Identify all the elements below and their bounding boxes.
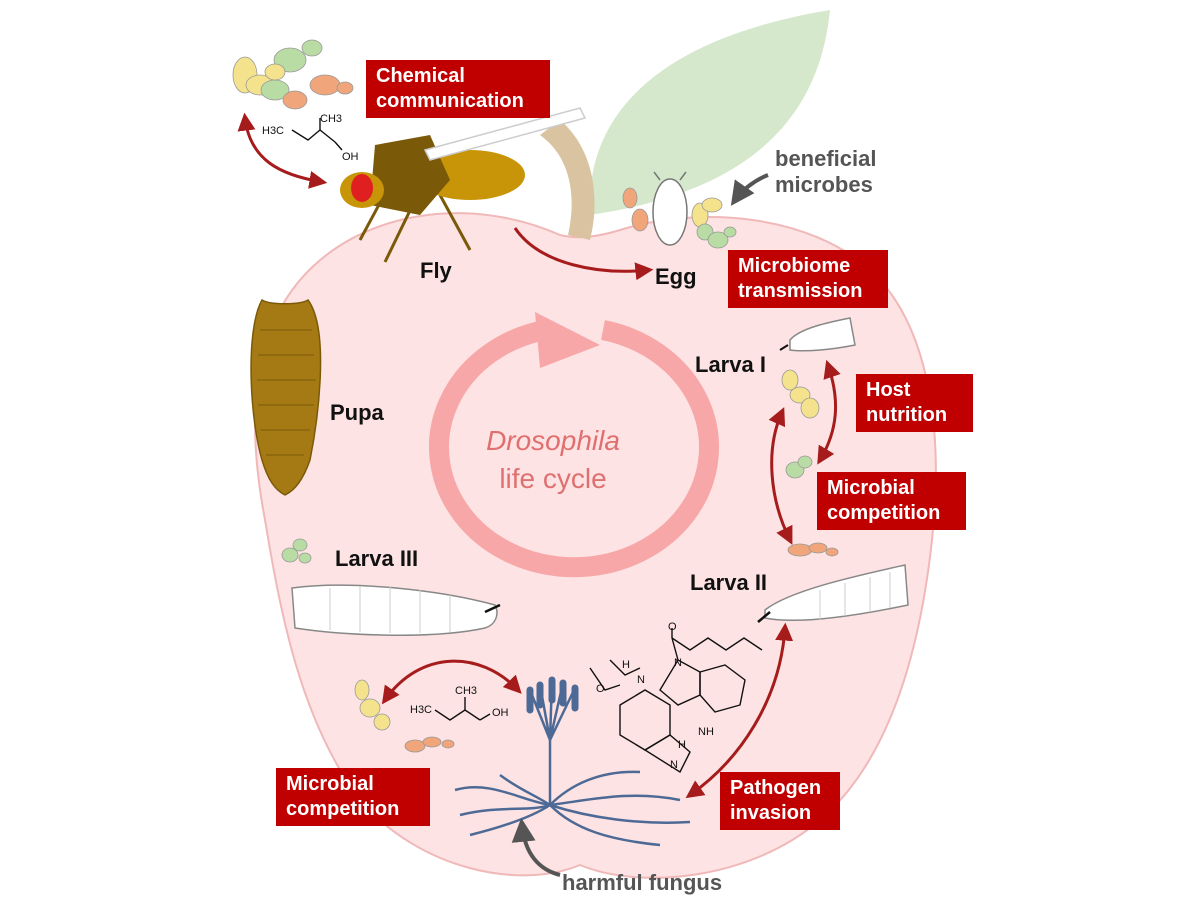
alkaloid-h2: H	[678, 739, 686, 751]
box-pathogen-invasion-line1: Pathogen	[730, 777, 822, 799]
center-label-line1: Drosophila	[486, 425, 620, 456]
stage-label-pupa: Pupa	[330, 400, 384, 425]
fungus	[454, 676, 691, 847]
box-microbial-competition-right-line1: Microbial	[827, 477, 915, 499]
box-chemical-communication-line2: communication	[376, 90, 524, 112]
bottom-microbes	[354, 679, 455, 753]
note-harmful-fungus: harmful fungus	[562, 870, 723, 895]
alkaloid-n-methyl: N	[670, 759, 678, 771]
fly	[340, 107, 587, 263]
alkaloid-structure	[589, 628, 763, 774]
alkaloid-h1: H	[622, 659, 630, 671]
center-label: Drosophila life cycle	[443, 422, 663, 498]
stage-label-larva-3: Larva III	[335, 546, 419, 571]
arrow-beneficial	[730, 173, 769, 206]
center-label-line2: life cycle	[499, 463, 607, 494]
alkaloid-nh: NH	[698, 726, 714, 738]
stage-label-fly: Fly	[420, 258, 452, 283]
box-pathogen-invasion-line2: invasion	[730, 802, 812, 824]
box-chemical-communication: Chemical communication	[366, 60, 550, 118]
molecule-top: H3C CH3 OH	[262, 113, 359, 163]
molecule-bottom-h3c: H3C	[410, 704, 432, 716]
alkaloid-labels: O N N O H H NH N	[596, 621, 714, 771]
box-microbial-competition-left: Microbial competition	[276, 768, 430, 826]
egg	[652, 171, 688, 246]
box-pathogen-invasion: Pathogen invasion	[720, 772, 840, 830]
note-beneficial-microbes-line1: beneficial	[775, 146, 877, 171]
box-microbiome-transmission: Microbiome transmission	[728, 250, 888, 308]
cycle-arrow	[429, 312, 719, 578]
box-chemical-communication-line1: Chemical	[376, 65, 465, 87]
molecule-top-oh: OH	[342, 151, 359, 163]
stage-label-larva-2: Larva II	[690, 570, 768, 595]
larva3-microbes	[281, 538, 312, 564]
stem	[540, 120, 595, 240]
arrow-microbial-competition-right	[768, 407, 793, 545]
alkaloid-o-epoxide: O	[596, 683, 605, 695]
arrow-yeast-fly	[237, 112, 328, 189]
note-beneficial-microbes: beneficial microbes	[775, 146, 876, 198]
box-microbial-competition-right: Microbial competition	[817, 472, 966, 530]
pupa	[250, 298, 322, 496]
molecule-bottom-ch3: CH3	[455, 685, 477, 697]
alkaloid-n-ring: N	[637, 674, 645, 686]
arrow-fly-egg	[513, 227, 654, 281]
arrow-harmful-fungus	[511, 817, 561, 877]
arrow-pathogen-invasion	[685, 622, 794, 799]
box-microbial-competition-right-line2: competition	[827, 502, 941, 524]
larva-2	[757, 564, 909, 623]
note-beneficial-microbes-line2: microbes	[775, 172, 873, 197]
box-microbial-competition-left-line2: competition	[286, 798, 400, 820]
larva-1	[779, 317, 856, 352]
box-host-nutrition: Host nutrition	[856, 374, 973, 432]
molecule-top-h3c: H3C	[262, 125, 284, 137]
stage-label-egg: Egg	[655, 264, 697, 289]
box-host-nutrition-line1: Host	[866, 379, 911, 401]
molecule-top-ch3: CH3	[320, 113, 342, 125]
yeast-cluster-top	[232, 39, 354, 110]
box-microbiome-transmission-line2: transmission	[738, 280, 863, 302]
egg-microbes	[622, 187, 737, 249]
box-microbial-competition-left-line1: Microbial	[286, 773, 374, 795]
arrow-microbes-fungus	[381, 659, 522, 705]
stage-label-larva-1: Larva I	[695, 352, 766, 377]
alkaloid-n-amide: N	[674, 657, 682, 669]
arrow-host-nutrition	[817, 359, 841, 465]
box-host-nutrition-line2: nutrition	[866, 404, 948, 426]
molecule-bottom-oh: OH	[492, 707, 509, 719]
box-microbiome-transmission-line1: Microbiome	[738, 255, 851, 277]
alkaloid-o-carbonyl: O	[668, 621, 677, 633]
molecule-bottom: CH3 H3C OH	[410, 685, 509, 721]
leaf	[589, 10, 830, 215]
larva-3	[291, 584, 501, 636]
